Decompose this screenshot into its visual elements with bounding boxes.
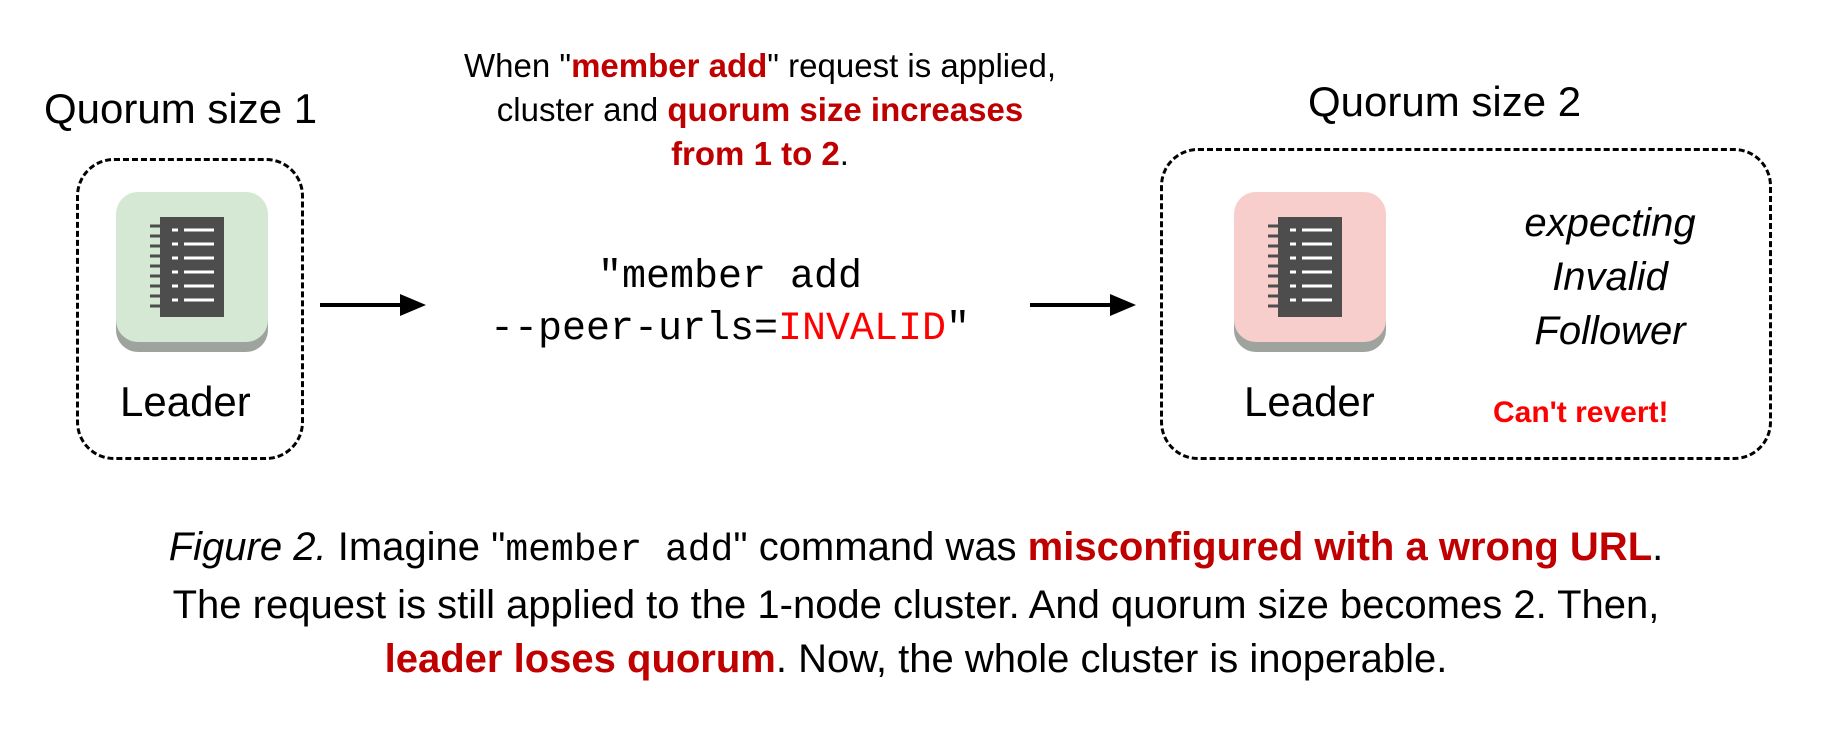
right-cluster-box bbox=[1160, 148, 1772, 460]
expecting-line-3: Follower bbox=[1534, 309, 1686, 353]
caption-line-2: The request is still applied to the 1-no… bbox=[172, 583, 1660, 627]
figure-caption: Figure 2. Imagine "member add" command w… bbox=[0, 520, 1832, 686]
arrow-left-to-command bbox=[320, 294, 426, 316]
left-quorum-label: Quorum size 1 bbox=[44, 85, 318, 132]
note-line-3: from 1 to 2. bbox=[671, 135, 849, 172]
member-add-command: "member add --peer-urls=INVALID" bbox=[420, 252, 1040, 356]
note-line-1: When "member add" request is applied, bbox=[463, 47, 1057, 84]
right-leader-label: Leader bbox=[1244, 378, 1375, 425]
leader-server-icon-right bbox=[1234, 192, 1386, 352]
member-add-note: When "member add" request is applied, cl… bbox=[350, 44, 1170, 176]
note-line-2: cluster and quorum size increases bbox=[496, 91, 1024, 128]
left-cluster-box bbox=[76, 158, 304, 460]
cant-revert-warning: Can't revert! bbox=[1493, 396, 1669, 429]
arrow-command-to-right bbox=[1030, 294, 1136, 316]
leader-server-icon-left bbox=[116, 192, 268, 352]
command-line-1: "member add bbox=[597, 255, 863, 300]
figure-label: Figure 2. bbox=[168, 525, 327, 569]
expecting-invalid-follower: expecting Invalid Follower bbox=[1480, 196, 1740, 358]
command-line-2: --peer-urls=INVALID" bbox=[489, 307, 971, 352]
right-quorum-label: Quorum size 2 bbox=[1308, 78, 1582, 125]
caption-line-3: leader loses quorum. Now, the whole clus… bbox=[384, 637, 1448, 681]
expecting-line-1: expecting bbox=[1524, 201, 1696, 245]
expecting-line-2: Invalid bbox=[1552, 255, 1668, 299]
left-leader-label: Leader bbox=[120, 378, 251, 425]
caption-line-1: Figure 2. Imagine "member add" command w… bbox=[168, 525, 1664, 572]
